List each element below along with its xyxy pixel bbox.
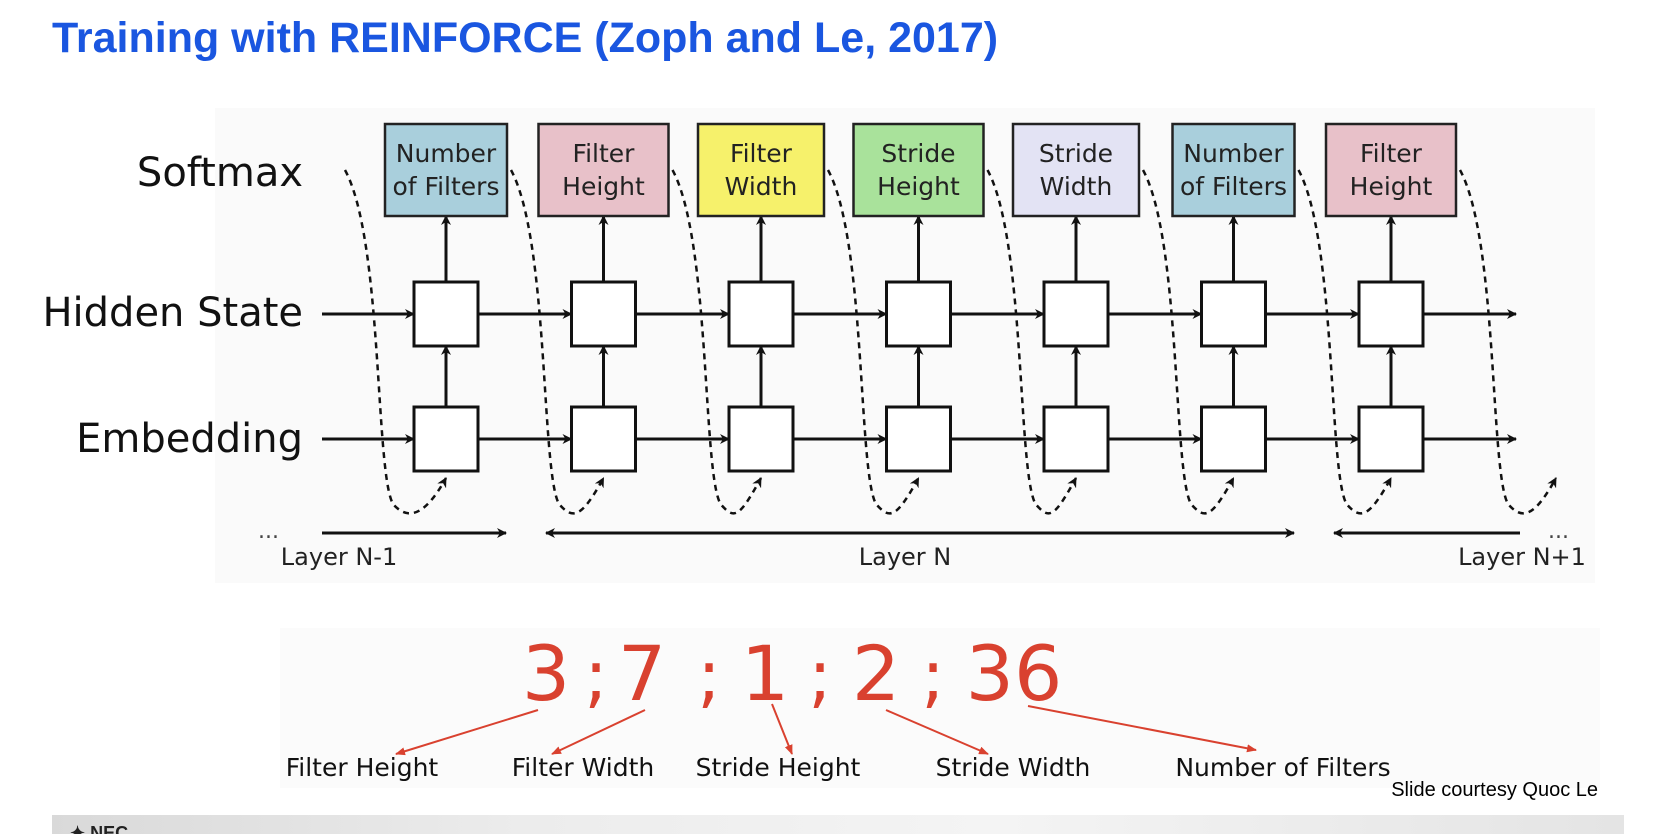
softmax-output-box	[852, 122, 985, 218]
slide-credit: Slide courtesy Quoc Le	[1391, 779, 1598, 801]
hidden-state-cell	[412, 280, 480, 348]
sequence-value: 36	[966, 629, 1063, 718]
embedding-cell	[1200, 405, 1267, 473]
softmax-output-label: of Filters	[393, 172, 500, 201]
layer-label-current: Layer N	[859, 543, 952, 571]
hidden-state-cell	[570, 280, 637, 348]
row-label-embedding: Embedding	[76, 416, 303, 462]
hidden-state-cell	[727, 280, 795, 348]
footer-logo: ✦ NEC	[70, 823, 129, 834]
sequence-label: Stride Width	[936, 753, 1091, 782]
softmax-output-label: Width	[1040, 172, 1113, 201]
embedding-cell	[727, 405, 795, 473]
softmax-output-label: Filter	[1360, 139, 1423, 168]
hidden-state-cell	[1200, 280, 1267, 348]
row-label-hidden-state: Hidden State	[42, 290, 303, 336]
sequence-separator: ;	[697, 635, 721, 717]
slide-title: Training with REINFORCE (Zoph and Le, 20…	[52, 14, 999, 62]
layer-label-next: Layer N+1	[1458, 543, 1586, 571]
sequence-value: 7	[618, 629, 666, 718]
footer-bar: ✦ NEC	[52, 815, 1624, 834]
softmax-output-label: Filter	[573, 139, 636, 168]
embedding-cell	[1357, 405, 1425, 473]
sequence-label: Stride Height	[696, 753, 861, 782]
softmax-output-label: Stride	[881, 139, 955, 168]
softmax-output-label: Number	[396, 139, 497, 168]
sequence-value: 3	[522, 629, 570, 718]
sequence-separator: ;	[808, 635, 832, 717]
sequence-label-arrow	[885, 709, 989, 755]
softmax-output-box	[696, 122, 826, 218]
embedding-cell	[1042, 405, 1110, 473]
softmax-output-label: Height	[562, 172, 645, 201]
sequence-separator: ;	[921, 635, 945, 717]
softmax-output-box	[537, 122, 670, 218]
softmax-output-label: Stride	[1039, 139, 1113, 168]
hidden-state-cell	[1042, 280, 1110, 348]
softmax-output-box	[383, 122, 509, 218]
embedding-cell	[885, 405, 952, 473]
sequence-label: Number of Filters	[1175, 753, 1390, 782]
ellipsis-right: ...	[1548, 519, 1569, 544]
embedding-cell	[570, 405, 637, 473]
sequence-value: 1	[741, 629, 789, 718]
sequence-label: Filter Width	[512, 753, 655, 782]
softmax-output-box	[1171, 122, 1296, 218]
sequence-label-arrow	[395, 709, 539, 756]
sequence-label-arrow	[771, 703, 793, 755]
sequence-separator: ;	[584, 635, 608, 717]
hidden-state-cell	[885, 280, 952, 348]
softmax-output-label: Filter	[730, 139, 793, 168]
row-label-softmax: Softmax	[137, 150, 303, 196]
softmax-output-label: of Filters	[1180, 172, 1287, 201]
hidden-state-cell	[1357, 280, 1425, 348]
embedding-cell	[412, 405, 480, 473]
sequence-label-arrow	[1027, 705, 1257, 753]
layer-label-prev: Layer N-1	[281, 543, 397, 571]
sequence-label-arrow	[551, 709, 646, 755]
sequence-label: Filter Height	[286, 753, 439, 782]
softmax-output-label: Height	[877, 172, 960, 201]
feedback-dashed-arrow	[343, 169, 448, 515]
softmax-output-box	[1011, 122, 1141, 218]
sequence-value: 2	[852, 629, 900, 718]
softmax-output-label: Width	[725, 172, 798, 201]
ellipsis-left: ...	[258, 519, 279, 544]
feedback-dashed-arrow	[1458, 169, 1558, 515]
softmax-output-box	[1324, 122, 1458, 218]
softmax-output-label: Number	[1183, 139, 1284, 168]
decode-background	[280, 628, 1600, 788]
controller-rnn-diagram: Softmax Hidden State Embedding Number of …	[42, 122, 1586, 571]
softmax-output-label: Height	[1350, 172, 1433, 201]
